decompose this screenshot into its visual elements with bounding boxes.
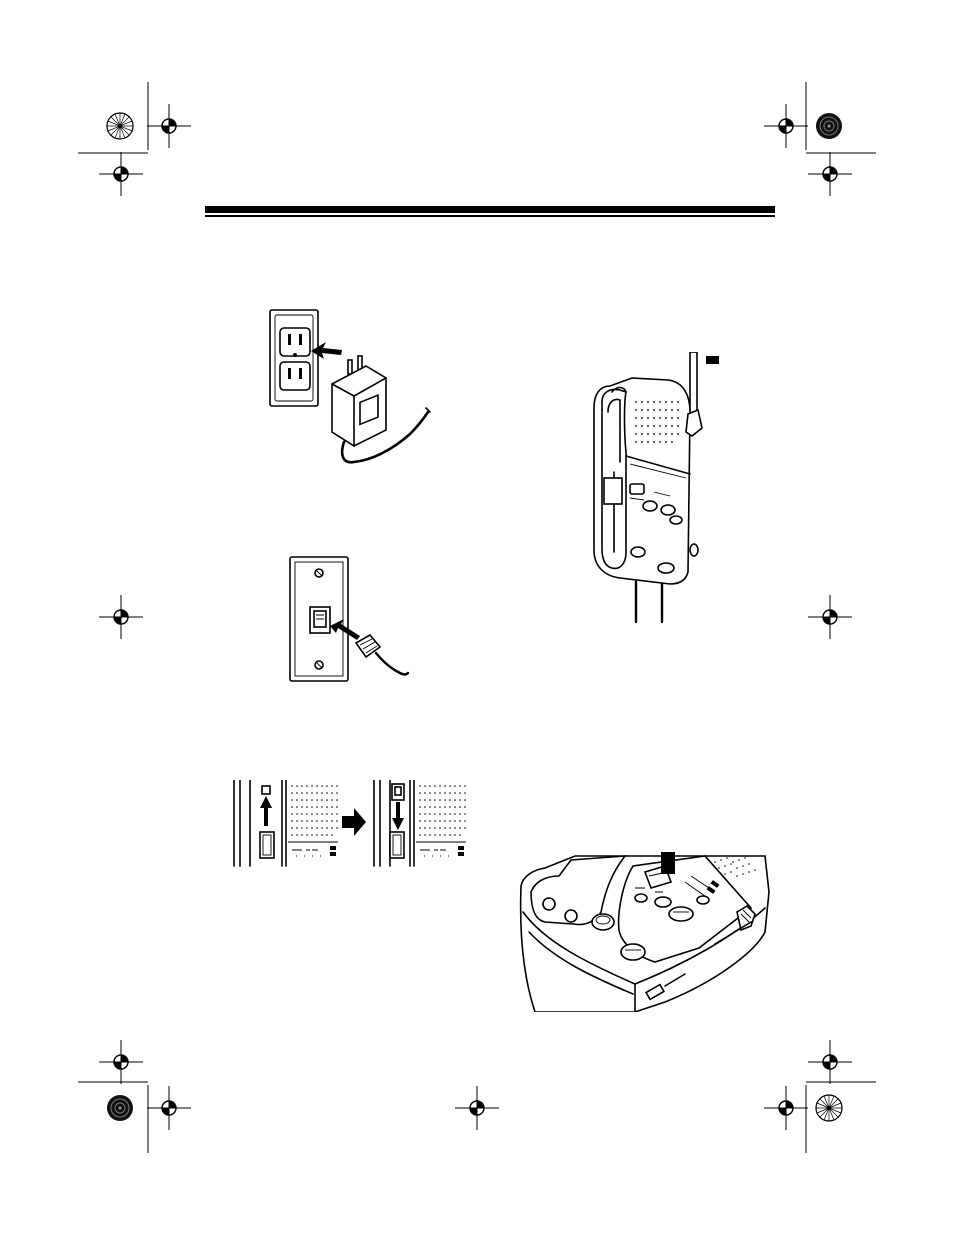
wall-mounted-base-icon xyxy=(590,352,725,627)
ac-adapter-plug-icon xyxy=(262,304,432,484)
hook-position-before xyxy=(234,780,338,866)
next-step-arrow xyxy=(342,808,366,836)
header-rule xyxy=(205,206,775,217)
hook-position-after xyxy=(374,780,466,866)
handset-hook-tab-icon xyxy=(232,780,470,872)
base-unit-closeup-icon xyxy=(515,852,775,1012)
phone-wall-jack-icon xyxy=(284,553,414,688)
